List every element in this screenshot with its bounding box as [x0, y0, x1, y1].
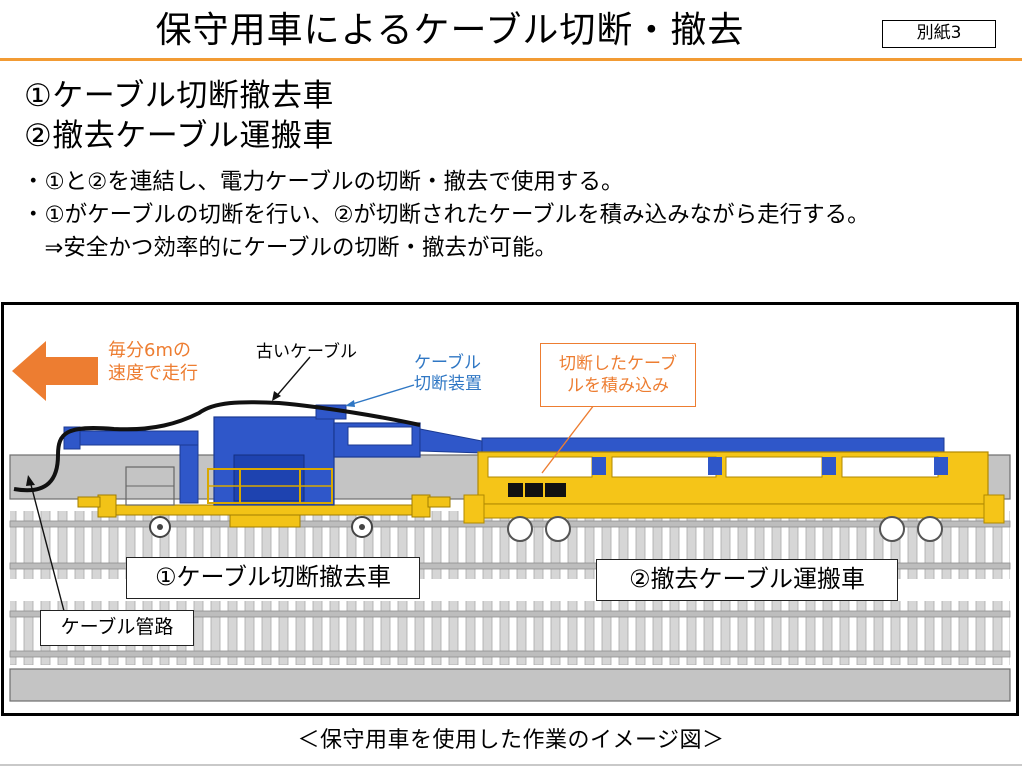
cutter-label: ケーブル 切断装置	[414, 353, 482, 394]
title-rule	[0, 58, 1022, 61]
figure-caption: ＜保守用車を使用した作業のイメージ図＞	[297, 728, 725, 753]
old-cable-leader	[273, 356, 311, 400]
heading-vehicle-2: ②撤去ケーブル運搬車	[24, 118, 334, 154]
heading-vehicle-1: ①ケーブル切断撤去車	[24, 78, 334, 114]
bottom-rule	[0, 764, 1022, 766]
conduit-arrowhead	[26, 475, 35, 486]
bullet-3: ⇒安全かつ効率的にケーブルの切断・撤去が可能。	[22, 235, 558, 261]
cutter-leader	[348, 384, 415, 406]
vehicle-2-label: ②撤去ケーブル運搬車	[596, 559, 898, 601]
conduit-leader	[29, 480, 65, 612]
vehicle-1-label: ①ケーブル切断撤去車	[126, 557, 420, 599]
work-diagram: 毎分6mの 速度で走行 古いケーブル ケーブル 切断装置 切断したケーブ ルを積…	[1, 302, 1019, 716]
loading-leader	[541, 404, 595, 474]
cutter-arrowhead	[345, 400, 355, 407]
speed-label: 毎分6mの 速度で走行	[108, 340, 198, 384]
cutting-removal-car	[63, 404, 483, 538]
diagram-illustration	[9, 341, 1011, 702]
loading-callout: 切断したケーブ ルを積み込み	[540, 343, 696, 407]
old-cable	[13, 400, 421, 493]
conduit-label: ケーブル管路	[40, 610, 194, 646]
old-cable-arrowhead	[272, 391, 281, 401]
cable-transport-car	[463, 437, 1005, 542]
bullet-2: ・①がケーブルの切断を行い、②が切断されたケーブルを積み込みながら走行する。	[22, 202, 870, 228]
direction-arrow-icon	[12, 341, 98, 401]
attachment-tag: 別紙3	[882, 20, 996, 48]
bullet-1: ・①と②を連結し、電力ケーブルの切断・撤去で使用する。	[22, 169, 624, 195]
cable-conduit-lower	[9, 668, 1011, 702]
page-title: 保守用車によるケーブル切断・撤去	[155, 10, 745, 51]
old-cable-label: 古いケーブル	[256, 342, 357, 362]
